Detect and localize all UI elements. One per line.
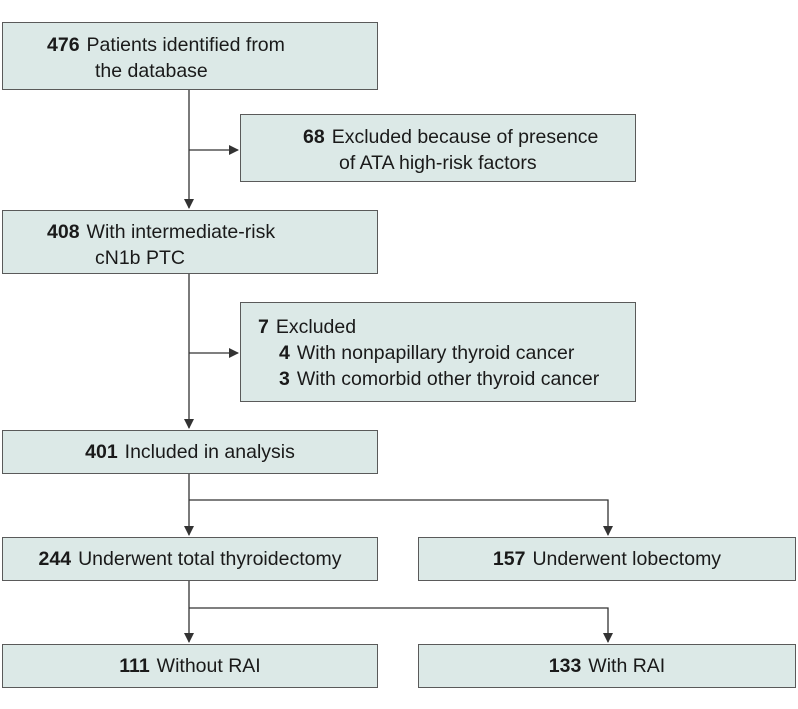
box-total-thyroidectomy: 244 Underwent total thyroidectomy (2, 537, 378, 581)
box-without-rai: 111 Without RAI (2, 644, 378, 688)
count-lobectomy: 157 (492, 548, 526, 570)
box-lobectomy: 157 Underwent lobectomy (418, 537, 796, 581)
label-excluded-other: Excluded (275, 316, 357, 338)
box-identified: 476 Patients identified from the databas… (2, 22, 378, 90)
box-intermediate-risk: 408 With intermediate-risk cN1b PTC (2, 210, 378, 274)
label-excluded-high-risk-line1: Excluded because of presence (331, 126, 599, 148)
count-total-thyroidectomy: 244 (38, 548, 72, 570)
count-included: 401 (85, 441, 118, 463)
arrow-included-to-lobectomy (189, 499, 613, 536)
label-identified-line1: Patients identified from (86, 34, 285, 56)
box-with-rai: 133 With RAI (418, 644, 796, 688)
label-comorbid: With comorbid other thyroid cancer (296, 368, 600, 390)
box-included: 401 Included in analysis (2, 430, 378, 474)
label-without-rai: Without RAI (156, 655, 261, 677)
label-nonpapillary: With nonpapillary thyroid cancer (296, 342, 575, 364)
label-excluded-high-risk-line2: of ATA high-risk factors (339, 152, 537, 174)
label-total-thyroidectomy: Underwent total thyroidectomy (78, 548, 342, 570)
count-identified: 476 (47, 34, 80, 56)
count-comorbid: 3 (279, 368, 290, 390)
label-intermediate-risk-line2: cN1b PTC (95, 247, 185, 269)
count-with-rai: 133 (548, 655, 582, 677)
count-excluded-other: 7 (258, 316, 269, 338)
count-without-rai: 111 (119, 655, 150, 677)
count-intermediate-risk: 408 (47, 221, 80, 243)
box-excluded-other: 7 Excluded 4 With nonpapillary thyroid c… (240, 302, 636, 402)
label-identified-line2: the database (95, 60, 208, 82)
label-with-rai: With RAI (588, 655, 666, 677)
count-nonpapillary: 4 (279, 342, 290, 364)
arrow-total-to-with-rai (189, 607, 613, 643)
box-excluded-high-risk: 68 Excluded because of presence of ATA h… (240, 114, 636, 182)
count-excluded-high-risk: 68 (303, 126, 325, 148)
label-lobectomy: Underwent lobectomy (532, 548, 722, 570)
label-included: Included in analysis (124, 441, 295, 463)
label-intermediate-risk-line1: With intermediate-risk (86, 221, 276, 243)
